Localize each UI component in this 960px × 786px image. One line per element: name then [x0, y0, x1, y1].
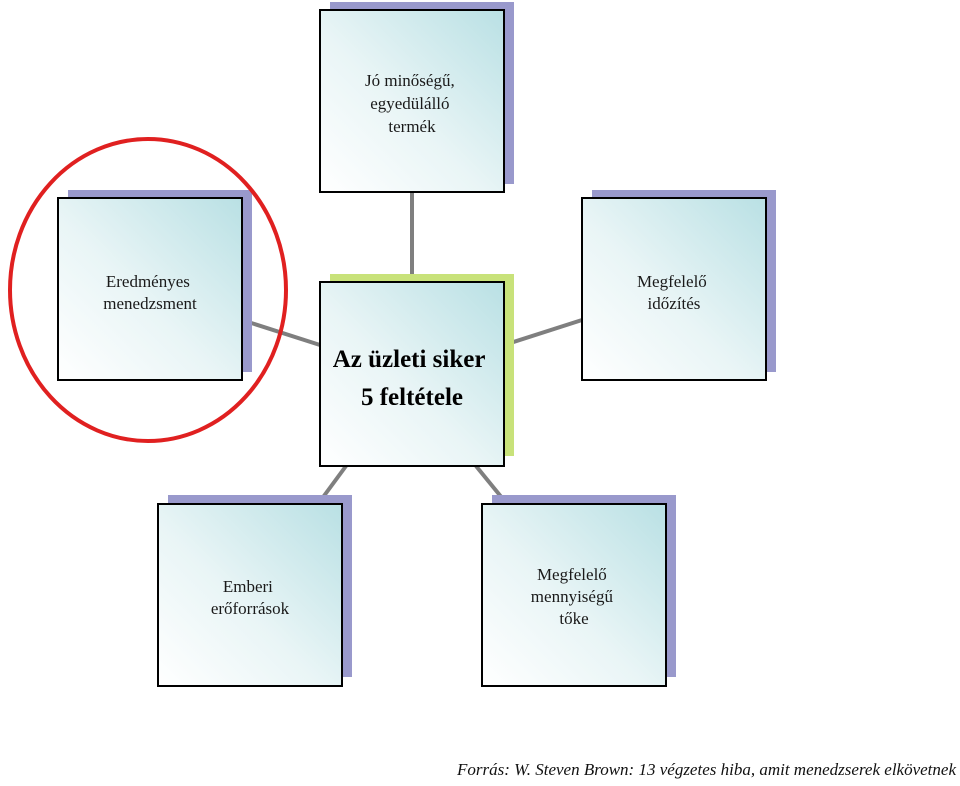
connectors [241, 192, 583, 506]
node-left-label: Eredményes menedzsment [103, 272, 197, 313]
node-bottom-left-line-2: erőforrások [211, 599, 290, 618]
node-left-line-2: menedzsment [103, 294, 197, 313]
node-bottom-right-line-2: mennyiségű [531, 587, 614, 606]
node-top-line-1: Jó minőségű, [365, 71, 455, 90]
node-right-label: Megfelelő időzítés [637, 272, 711, 313]
connector-right [503, 318, 583, 347]
node-left-line-1: Eredményes [106, 272, 190, 291]
node-bottom-right-line-3: tőke [559, 609, 588, 628]
node-left: Eredményes menedzsment [57, 190, 252, 381]
center-title-line-1: Az üzleti siker [333, 346, 486, 373]
node-right-box [581, 197, 767, 381]
node-top: Jó minőségű, egyedülálló termék [319, 2, 514, 193]
node-bottom-left-box [157, 503, 343, 687]
node-bottom-left-line-1: Emberi [223, 577, 273, 596]
node-left-box [57, 197, 243, 381]
highlight-circle [8, 137, 288, 443]
node-bottom-right-label: Megfelelő mennyiségű tőke [531, 565, 617, 628]
node-center: Az üzleti siker 5 feltétele [319, 274, 514, 467]
node-center-box [319, 281, 505, 467]
node-bottom-right-line-1: Megfelelő [537, 565, 607, 584]
center-title-line-2: 5 feltétele [361, 384, 463, 411]
node-top-line-2: egyedülálló [370, 94, 449, 113]
node-top-line-3: termék [388, 117, 436, 136]
node-bottom-left: Emberi erőforrások [157, 495, 352, 687]
node-top-label: Jó minőségű, egyedülálló termék [365, 71, 459, 136]
node-bottom-right: Megfelelő mennyiségű tőke [481, 495, 676, 687]
node-right-line-2: időzítés [648, 294, 701, 313]
node-top-box [319, 9, 505, 193]
source-citation: Forrás: W. Steven Brown: 13 végzetes hib… [457, 760, 956, 779]
node-right: Megfelelő időzítés [581, 190, 776, 381]
center-title: Az üzleti siker 5 feltétele [333, 346, 492, 411]
node-bottom-right-box [481, 503, 667, 687]
node-right-line-1: Megfelelő [637, 272, 707, 291]
node-bottom-left-label: Emberi erőforrások [211, 577, 290, 618]
